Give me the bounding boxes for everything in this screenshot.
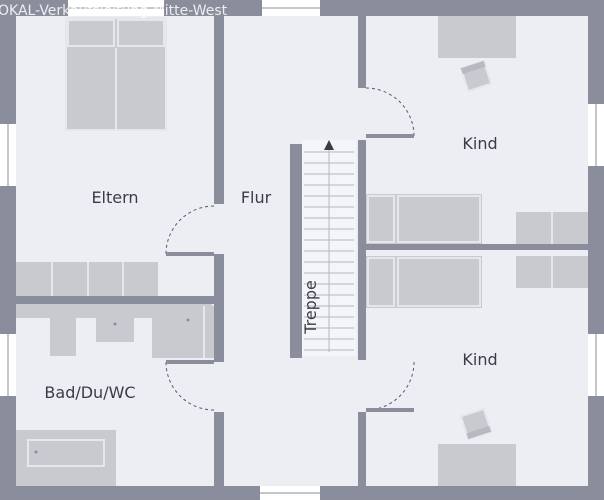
door-opening-kind-bottom xyxy=(356,360,368,412)
double-bed xyxy=(65,17,167,131)
desk-kind-bottom xyxy=(438,444,516,486)
staircase xyxy=(290,140,356,358)
bathtub xyxy=(16,430,116,486)
door-opening-bad xyxy=(212,362,226,412)
shower xyxy=(152,306,214,358)
chair-kind-top xyxy=(459,59,493,93)
door-opening-kind-top xyxy=(356,88,368,140)
door-opening-eltern xyxy=(212,204,226,254)
label-treppe: Treppe xyxy=(301,280,320,335)
stair-arrow-icon xyxy=(324,140,334,150)
single-bed-bottom xyxy=(366,256,482,308)
desk-kind-top xyxy=(438,16,516,58)
single-bed-top xyxy=(366,194,482,244)
door-swing-eltern xyxy=(165,205,215,255)
label-kind-top: Kind xyxy=(462,134,497,153)
wardrobe-kind-bottom xyxy=(516,256,588,288)
wardrobe xyxy=(16,262,158,296)
door-swing-bad xyxy=(165,361,215,411)
door-swing-kind-top xyxy=(365,87,415,137)
label-flur: Flur xyxy=(241,188,272,207)
label-eltern: Eltern xyxy=(91,188,138,207)
chair-kind-bottom xyxy=(459,407,493,441)
wardrobe-kind-top xyxy=(516,212,588,244)
label-bad: Bad/Du/WC xyxy=(44,383,135,402)
watermark: OKAL-Verkaufsleitung Mitte-West xyxy=(0,3,228,19)
label-kind-bottom: Kind xyxy=(462,350,497,369)
